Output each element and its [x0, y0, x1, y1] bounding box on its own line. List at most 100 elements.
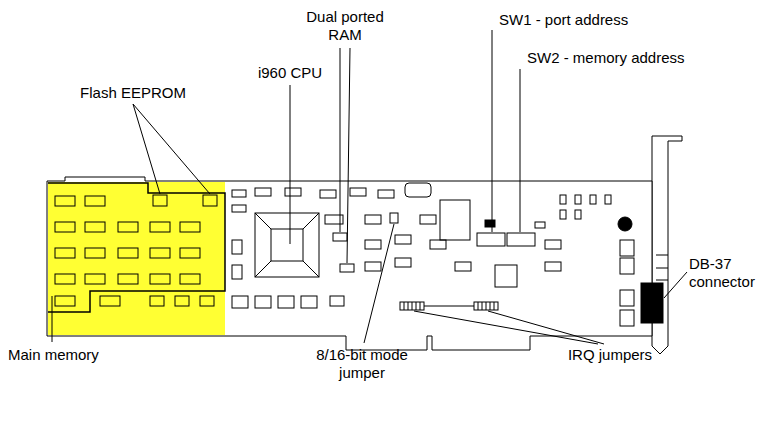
- callout-label: 8/16-bit mode jumper: [302, 346, 422, 382]
- memory-chip: [150, 248, 170, 258]
- memory-chip: [85, 274, 105, 284]
- memory-chip: [175, 296, 189, 306]
- cpu-corner-lines: [255, 213, 319, 277]
- component: [232, 265, 242, 279]
- callout-label: Flash EEPROM: [68, 84, 198, 102]
- memory-chip: [55, 248, 75, 258]
- memory-chip: [150, 274, 170, 284]
- leader-line: [340, 48, 341, 232]
- memory-chip: [55, 274, 75, 284]
- dip-switch: [507, 233, 535, 246]
- leader-line: [492, 30, 493, 232]
- db37-connector: [641, 283, 663, 323]
- component: [455, 262, 471, 271]
- component: [365, 262, 381, 271]
- leader-line: [133, 104, 210, 194]
- memory-chip: [55, 196, 75, 206]
- flash-chip: [203, 195, 217, 206]
- component: [430, 240, 446, 249]
- leader-line: [664, 272, 687, 298]
- ram-chip: [333, 233, 347, 241]
- leader-line: [52, 296, 53, 342]
- memory-chip: [118, 248, 138, 258]
- component: [545, 262, 561, 271]
- leader-line: [347, 48, 350, 263]
- led: [560, 195, 566, 204]
- flash-chip: [153, 195, 167, 206]
- leader-line: [290, 85, 291, 244]
- memory-chip: [118, 274, 138, 284]
- line-driver: [620, 310, 634, 326]
- leader-line: [133, 104, 160, 194]
- leader-lines: [52, 30, 687, 344]
- chip: [495, 265, 517, 287]
- memory-chip: [100, 296, 120, 306]
- memory-highlight: [48, 182, 225, 335]
- memory-chip: [85, 222, 105, 232]
- jumper-pins: [404, 302, 420, 310]
- board-group: [47, 136, 682, 354]
- ram-chip: [340, 264, 354, 272]
- line-driver: [620, 240, 634, 256]
- memory-chip: [180, 222, 200, 232]
- board-outline: [47, 177, 652, 350]
- led: [605, 195, 611, 204]
- component: [535, 222, 545, 228]
- dip-switch: [477, 233, 505, 246]
- memory-chip: [180, 274, 200, 284]
- cpu-package: [255, 213, 319, 277]
- callout-label: SW1 - port address: [499, 11, 674, 29]
- component: [545, 240, 561, 249]
- leader-line: [364, 224, 394, 343]
- component: [365, 215, 381, 224]
- memory-chip: [150, 296, 164, 306]
- chip: [255, 296, 271, 308]
- chip: [301, 296, 317, 308]
- chip: [232, 296, 248, 308]
- component: [420, 215, 436, 224]
- chip: [440, 200, 470, 240]
- mode-jumper: [390, 213, 398, 223]
- component: [395, 235, 411, 244]
- led: [575, 210, 581, 219]
- component: [285, 188, 301, 196]
- memory-chip: [85, 248, 105, 258]
- callout-label: i960 CPU: [245, 64, 335, 82]
- component: [365, 240, 381, 249]
- memory-chip: [55, 222, 75, 232]
- component: [378, 190, 394, 198]
- callout-label: Main memory: [8, 346, 128, 364]
- callout-label: SW2 - memory address: [527, 49, 727, 67]
- component: [232, 240, 242, 254]
- component: [350, 188, 366, 196]
- leader-line: [520, 69, 521, 232]
- chip: [330, 296, 344, 306]
- memory-chip: [150, 222, 170, 232]
- memory-chip: [85, 196, 105, 206]
- main-memory-outline: [48, 183, 225, 312]
- irq-jumper: [400, 302, 424, 310]
- component: [395, 258, 411, 267]
- component: [255, 188, 271, 196]
- component: [485, 220, 495, 227]
- oscillator: [405, 183, 431, 197]
- callout-label: IRQ jumpers: [555, 346, 665, 364]
- callout-label: Dual ported RAM: [300, 8, 390, 44]
- jumper-pins: [478, 302, 494, 310]
- line-driver: [620, 290, 634, 306]
- leader-line: [488, 311, 604, 344]
- line-driver: [620, 258, 634, 274]
- callout-label: DB-37 connector: [689, 255, 769, 291]
- chip: [278, 296, 294, 308]
- bracket-detail: [656, 255, 668, 280]
- irq-jumper: [474, 302, 498, 310]
- jumper-trace: [424, 306, 474, 307]
- component: [232, 190, 246, 197]
- led: [590, 195, 596, 204]
- memory-chip: [118, 222, 138, 232]
- cpu-die: [271, 229, 303, 261]
- component: [320, 190, 336, 198]
- memory-chip: [180, 248, 200, 258]
- component: [232, 205, 246, 212]
